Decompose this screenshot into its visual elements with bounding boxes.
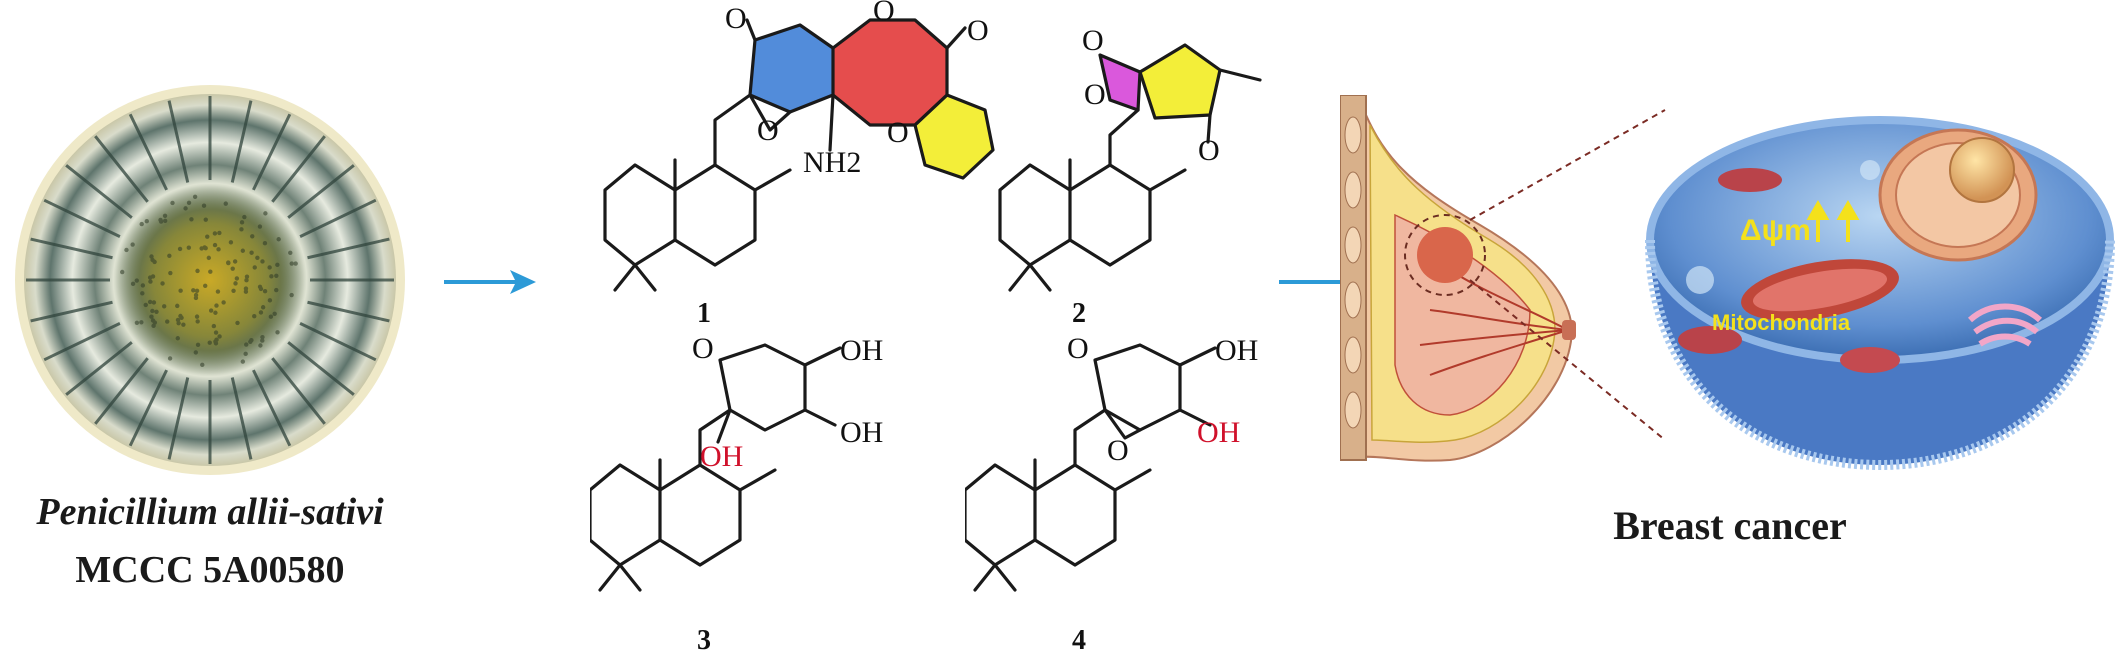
- compound-2-structure: O O O: [998, 24, 1262, 292]
- atom-label: O: [873, 0, 895, 27]
- atom-label: OH: [840, 334, 883, 367]
- membrane-potential-label: Δψm: [1740, 214, 1811, 247]
- atom-label-red: OH: [700, 440, 743, 473]
- fungal-colony-image: [15, 85, 405, 475]
- compound-number: 4: [1072, 625, 1086, 656]
- compound-number: 3: [697, 625, 711, 656]
- breast-tissue-illustration: [1340, 95, 1576, 462]
- disease-label: Breast cancer: [1613, 503, 1847, 548]
- atom-label: OH: [840, 416, 883, 449]
- atom-label: O: [1067, 332, 1089, 365]
- atom-label-red: OH: [1197, 416, 1240, 449]
- cancer-cell-illustration: Δψm Mitochondria: [1645, 116, 2115, 470]
- up-arrow-icon: [1806, 199, 1860, 242]
- species-name: Penicillium allii-sativi: [36, 491, 384, 533]
- atom-label: O: [1107, 434, 1129, 467]
- compound-4-structure: O OH O OH: [965, 332, 1258, 592]
- compound-number: 1: [697, 298, 711, 329]
- atom-label: O: [692, 332, 714, 365]
- atom-label: O: [725, 2, 747, 35]
- atom-label: OH: [1215, 334, 1258, 367]
- zoom-lines: [1469, 109, 1666, 441]
- atom-label: O: [1084, 78, 1106, 111]
- strain-id: MCCC 5A00580: [75, 549, 345, 591]
- compound-3-structure: O OH OH OH: [590, 332, 883, 592]
- atom-label: O: [1082, 24, 1104, 57]
- organelle-label: Mitochondria: [1712, 310, 1851, 335]
- compound-1-structure: O O O O O NH2: [603, 0, 995, 292]
- atom-label: O: [1198, 134, 1220, 167]
- atom-label: O: [887, 116, 909, 149]
- atom-label: O: [757, 114, 779, 147]
- atom-label: O: [967, 14, 989, 47]
- compound-number: 2: [1072, 298, 1086, 329]
- atom-label: NH2: [803, 146, 861, 179]
- arrow-right-icon: [444, 270, 536, 294]
